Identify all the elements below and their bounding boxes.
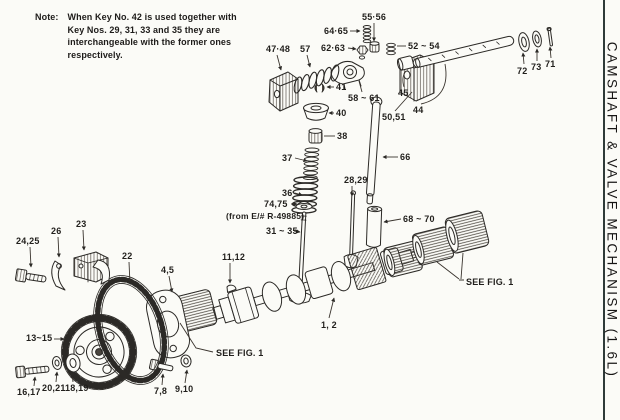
leader-lines — [28, 23, 553, 386]
note-line-1: When Key No. 42 is used together with — [67, 12, 237, 22]
part-label-38: 38 — [337, 131, 348, 141]
part-label-16-17: 16,17 — [17, 387, 41, 397]
see-fig-label-right: SEE FIG. 1 — [466, 277, 514, 287]
section-title: CAMSHAFT & VALVE MECHANISM (1.6L) — [604, 41, 620, 379]
part-label-1-2: 1, 2 — [321, 320, 337, 330]
adjuster-spring-drawing — [363, 26, 371, 43]
part-label-28-29: 28,29 — [344, 175, 368, 185]
plate-bolt-drawing — [149, 359, 174, 374]
plate-washer-drawing — [65, 353, 82, 373]
part-label-11-12: 11,12 — [222, 252, 246, 262]
pivot-bush-drawing — [370, 42, 379, 52]
valve-collet-drawing — [315, 84, 324, 92]
woodruff-key-drawing — [227, 285, 236, 292]
part-label-13-15: 13~15 — [26, 333, 53, 343]
part-label-22: 22 — [122, 251, 133, 261]
note-lines: When Key No. 42 is used together with Ke… — [68, 11, 237, 61]
shaft-washer2-drawing — [531, 30, 543, 47]
pivot-nut-drawing — [357, 46, 368, 59]
part-label-24-25: 24,25 — [16, 236, 40, 246]
chain-guide-drawing — [52, 261, 65, 290]
shaft-washer-drawing — [517, 32, 531, 53]
chain-tensioner-drawing — [74, 252, 110, 284]
side-strip: CAMSHAFT & VALVE MECHANISM (1.6L) — [603, 0, 620, 420]
rocker-pedestal-front-drawing — [269, 72, 298, 111]
note-line-2: Key Nos. 29, 31, 33 and 35 they are — [67, 24, 221, 35]
part-label-26: 26 — [51, 226, 62, 236]
divider-rule — [603, 0, 605, 420]
part-label-37: 37 — [282, 153, 293, 163]
part-label-7-8: 7,8 — [154, 386, 168, 396]
rocker-spring-drawing — [293, 64, 341, 94]
part-label-71: 71 — [545, 59, 556, 69]
cam-bearing-right3-drawing — [443, 210, 490, 254]
part-label-52-54: 52 ~ 54 — [408, 41, 440, 51]
cam-bearing-right2-drawing — [410, 226, 454, 266]
lock-washer-drawing — [51, 356, 62, 370]
part-label-57: 57 — [300, 44, 311, 54]
part-label-73: 73 — [531, 62, 542, 72]
valve-guide-drawing — [366, 206, 381, 247]
note-line-3: interchangeable with the former ones — [67, 37, 232, 47]
sprocket-bolt-drawing — [15, 363, 49, 377]
note-line-4: respectively. — [67, 49, 123, 60]
inner-valve-spring-drawing — [303, 148, 319, 180]
part-label-55-56: 55·56 — [362, 12, 387, 22]
part-label-58-61: 58 ~ 61 — [348, 93, 380, 103]
note-block: Note: When Key No. 42 is used together w… — [35, 11, 237, 61]
from-engine-note: (from E/# R-49885) — [226, 211, 305, 221]
part-label-9-10: 9,10 — [175, 384, 194, 394]
spring-retainer-drawing — [304, 103, 329, 120]
spring-seat-drawing — [296, 202, 312, 210]
part-label-36: 36 — [282, 188, 293, 198]
part-label-18-19: 18,19 — [65, 383, 89, 393]
shaft-spring-drawing — [387, 43, 396, 54]
part-label-23: 23 — [76, 219, 87, 229]
plate-nut-drawing — [180, 354, 192, 368]
part-label-74-75: 74,75 — [264, 199, 288, 209]
part-label-4-5: 4,5 — [161, 265, 175, 275]
tensioner-bolt-drawing — [15, 269, 47, 286]
push-rod-drawing — [364, 97, 382, 205]
part-label-62-63: 62·63 — [321, 43, 346, 53]
timing-chain-drawing — [81, 266, 181, 394]
part-label-20-21: 20,21 — [42, 383, 66, 393]
part-label-50-51: 50,51 — [382, 112, 406, 122]
part-label-66: 66 — [400, 152, 411, 162]
part-label-68-70: 68 ~ 70 — [403, 214, 435, 224]
part-label-31-35: 31 ~ 35 — [266, 226, 298, 236]
part-label-47-48: 47·48 — [266, 44, 291, 54]
valve-seal-drawing — [309, 129, 322, 143]
see-fig-label-left: SEE FIG. 1 — [216, 348, 264, 358]
part-label-72: 72 — [517, 66, 528, 76]
part-label-41: 41 — [336, 82, 347, 92]
part-label-45: 45 — [398, 88, 409, 98]
part-label-44: 44 — [413, 105, 424, 115]
rocker-shaft-drawing — [412, 35, 514, 68]
tappet-drawing — [396, 55, 414, 70]
note-prefix: Note: — [35, 12, 59, 22]
part-label-64-65: 64·65 — [324, 26, 349, 36]
part-label-40: 40 — [336, 108, 347, 118]
cam-bearing-right1-drawing — [382, 240, 424, 278]
cotter-pin-drawing — [547, 27, 554, 46]
